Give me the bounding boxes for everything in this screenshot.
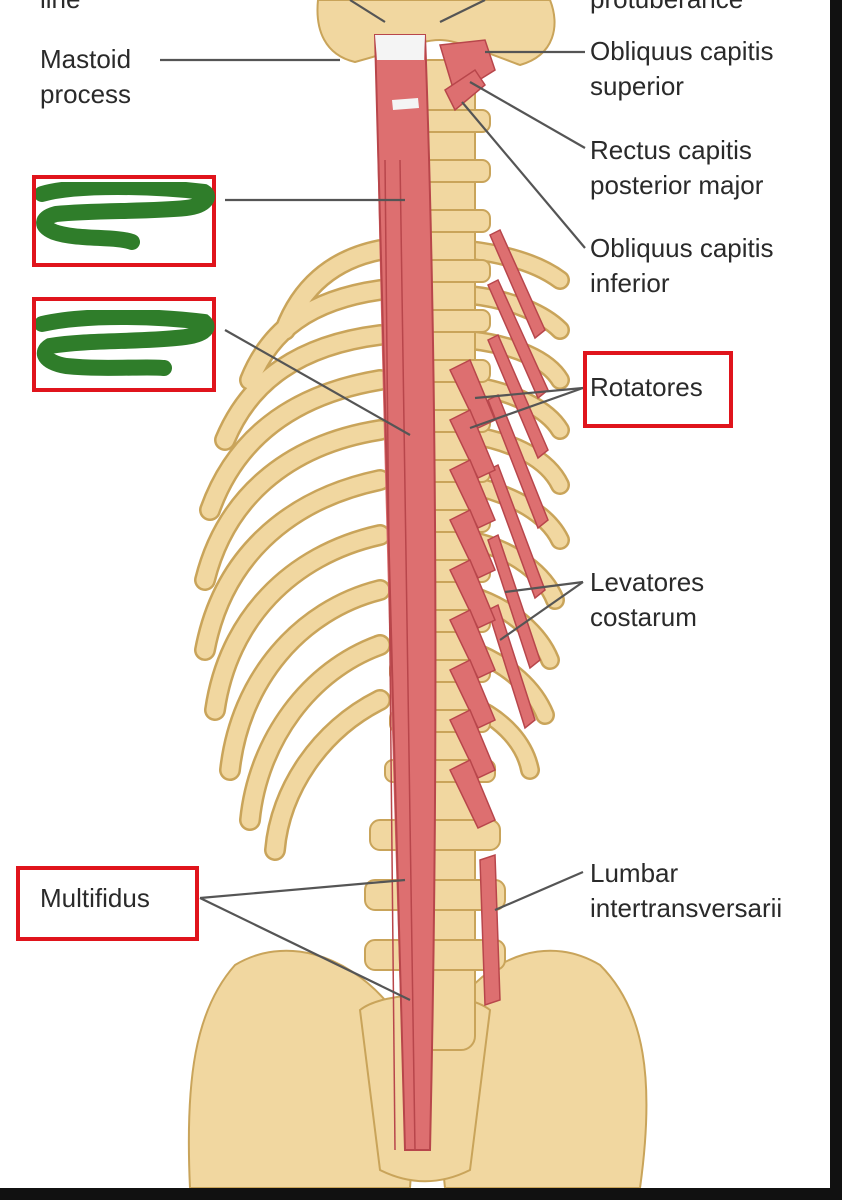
highlight-box-semispinalis — [32, 175, 216, 267]
highlight-box-multifidus — [16, 866, 199, 941]
skull-base — [316, 0, 556, 67]
redaction-scribble-2 — [36, 310, 215, 376]
redaction-scribble-1 — [36, 182, 215, 250]
leader-lines — [160, 0, 586, 1001]
label-rotatores: Rotatores — [590, 372, 703, 402]
deep-back-muscles-illustration — [160, 0, 648, 1188]
left-ribs-fill — [196, 241, 389, 859]
highlight-box-rotatores — [583, 351, 733, 428]
label-multifidus: Multifidus — [40, 883, 150, 913]
label-top-right-cut: protuberance — [590, 0, 743, 17]
highlight-box-spinalis — [32, 297, 216, 392]
label-top-left-cut: line — [40, 0, 80, 17]
short-back-muscles — [439, 39, 549, 1007]
transversospinalis-muscle — [373, 34, 437, 1151]
